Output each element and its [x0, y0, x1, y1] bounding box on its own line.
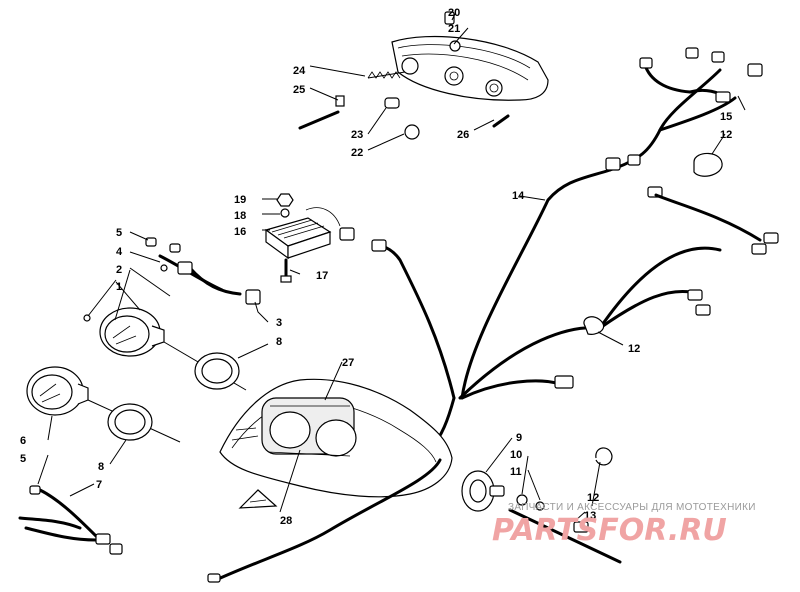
washer-11	[535, 501, 545, 511]
callout-2: 2	[116, 264, 122, 276]
headlight-screw	[449, 40, 461, 52]
adjuster-screw	[298, 95, 345, 130]
callout-12-mid: 12	[628, 343, 640, 355]
callout-6: 6	[20, 435, 26, 447]
callout-13: 13	[584, 510, 596, 522]
leader-lines	[37, 13, 746, 521]
callout-27: 27	[342, 357, 354, 369]
speedo-drive-9	[461, 470, 505, 512]
callout-25: 25	[293, 84, 305, 96]
speedometer-pigtail	[145, 237, 261, 305]
callout-labels: 20 21 24 25 23 22 26 15 12 14 19 18 16 1…	[20, 7, 732, 527]
watermark-logo: PARTSFOR.RU	[492, 513, 727, 548]
adjuster-spring	[367, 71, 406, 79]
regulator-bolt	[280, 258, 292, 283]
callout-1: 1	[116, 281, 122, 293]
callout-12-low: 12	[587, 492, 599, 504]
watermark: ЗАПЧАСТИ И АКСЕССУАРЫ ДЛЯ МОТОТЕХНИКИ PA…	[492, 502, 756, 548]
callout-7: 7	[96, 479, 102, 491]
warning-decal	[238, 489, 278, 509]
callout-8-upper: 8	[276, 336, 282, 348]
tachometer-gauge	[26, 366, 181, 443]
tachometer-pigtail	[18, 485, 123, 555]
callout-26: 26	[457, 129, 469, 141]
main-wiring-harness	[371, 68, 779, 452]
callout-24: 24	[293, 65, 306, 77]
callout-3: 3	[276, 317, 282, 329]
washer-10	[516, 494, 528, 506]
callout-9: 9	[516, 432, 522, 444]
callout-4: 4	[116, 246, 123, 258]
voltage-regulator	[264, 207, 355, 260]
watermark-tagline: ЗАПЧАСТИ И АКСЕССУАРЫ ДЛЯ МОТОТЕХНИКИ	[508, 502, 756, 513]
cable-tie-12-low	[595, 447, 613, 466]
cable-tie-12-mid	[583, 316, 605, 335]
speedo-cable	[207, 458, 622, 583]
cable-tie-12-top	[693, 152, 723, 177]
bulb-socket-23	[384, 97, 400, 109]
callout-5-lower: 5	[20, 453, 26, 465]
callout-5-upper: 5	[116, 227, 122, 239]
callout-14: 14	[512, 190, 525, 202]
instrument-console	[219, 378, 453, 498]
callout-11: 11	[510, 466, 522, 478]
callout-10: 10	[510, 449, 522, 461]
callout-23: 23	[351, 129, 363, 141]
screw-26	[492, 114, 510, 128]
gauge-seal-8-upper	[194, 352, 240, 390]
callout-8-lower: 8	[98, 461, 104, 473]
harness-branch-15	[639, 47, 763, 103]
fitting-13	[573, 521, 589, 533]
callout-20: 20	[448, 7, 460, 19]
callout-17: 17	[316, 270, 328, 282]
callout-21: 21	[448, 23, 460, 35]
regulator-nut	[276, 193, 294, 218]
callout-22: 22	[351, 147, 363, 159]
headlight-clip	[444, 11, 455, 25]
gauge-seal-8-lower	[107, 403, 153, 441]
callout-15: 15	[720, 111, 732, 123]
callout-28: 28	[280, 515, 292, 527]
callout-12-top: 12	[720, 129, 732, 141]
callout-16: 16	[234, 226, 246, 238]
headlight-assembly	[391, 11, 549, 101]
callout-18: 18	[234, 210, 246, 222]
bulb-22	[404, 124, 420, 140]
callout-19: 19	[234, 194, 246, 206]
